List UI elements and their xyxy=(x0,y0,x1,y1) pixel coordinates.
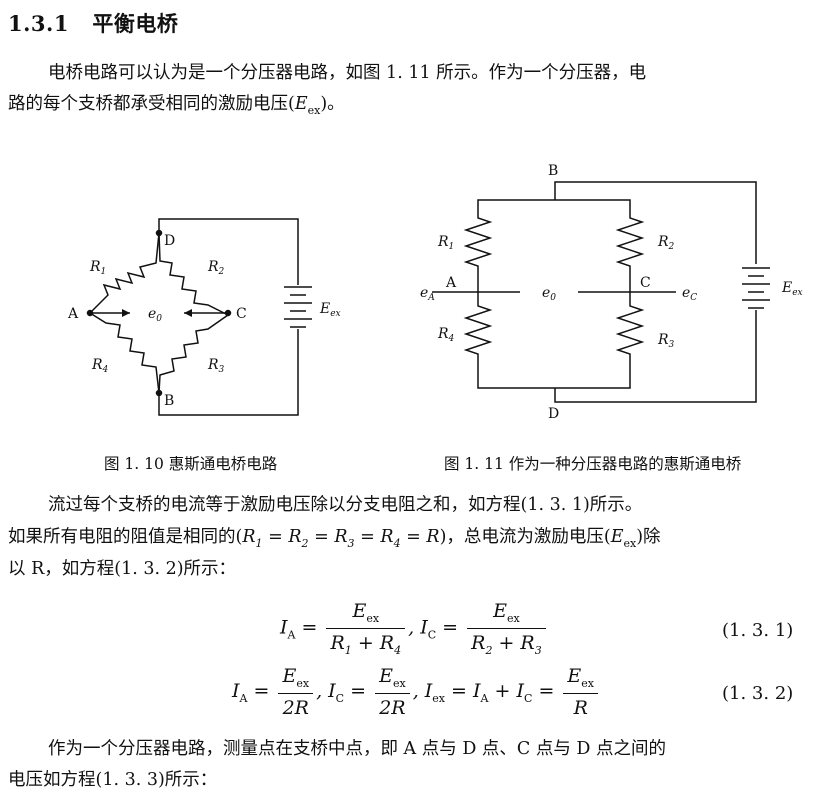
resistor-r4 xyxy=(89,312,160,394)
resistor-r3 xyxy=(158,314,229,394)
r1-label: R1 xyxy=(437,234,454,252)
r3-label: R3 xyxy=(657,332,675,350)
resistor-r2 xyxy=(158,232,229,316)
para2-line-1: 流过每个支桥的电流等于激励电压除以分支电阻之和，如方程(1. 3. 1)所示。 xyxy=(48,495,643,515)
section-heading: 1.3.1 平衡电桥 xyxy=(8,8,178,38)
intro-line-1: 电桥电路可以认为是一个分压器电路，如图 1. 11 所示。作为一个分压器，电 xyxy=(48,63,647,83)
ea-label: eA xyxy=(420,285,435,303)
para3-line-1: 作为一个分压器电路，测量点在支桥中点，即 A 点与 D 点、C 点与 D 点之间… xyxy=(48,739,667,759)
node-a-label: A xyxy=(445,275,457,291)
section-number: 1.3.1 xyxy=(8,11,69,36)
node-c-label: C xyxy=(236,306,247,322)
para2-line-2: 如果所有电阻的阻值是相同的(R1 = R2 = R3 = R4 = R)，总电流… xyxy=(8,527,661,550)
r3-label: R3 xyxy=(207,357,225,375)
battery-icon xyxy=(742,267,770,309)
ec-label: eC xyxy=(682,285,697,303)
section-title: 平衡电桥 xyxy=(92,11,179,36)
figure-1-10-wheatstone-bridge: D A C B e0 R1 R2 R3 R4 Eex xyxy=(67,218,341,416)
r2-label: R2 xyxy=(657,234,675,252)
symbol-E: E xyxy=(294,94,308,114)
node-d-label: D xyxy=(164,233,175,249)
eex-label: Eex xyxy=(781,280,803,298)
node-a-label: A xyxy=(67,306,79,322)
figure-1-11-caption: 图 1. 11 作为一种分压器电路的惠斯通电桥 xyxy=(444,455,742,473)
resistor-r1 xyxy=(463,208,493,292)
r1-label: R1 xyxy=(89,259,106,277)
node-d-label: D xyxy=(548,406,559,422)
para3-line-2: 电压如方程(1. 3. 3)所示： xyxy=(8,770,218,790)
node-b-label: B xyxy=(548,163,558,179)
resistor-r2 xyxy=(615,208,645,292)
equation-1-3-2-number: (1. 3. 2) xyxy=(722,683,794,704)
e0-label: e0 xyxy=(542,285,556,303)
eex-label: Eex xyxy=(319,301,341,319)
resistor-r3 xyxy=(615,292,645,380)
node-c-label: C xyxy=(640,275,651,291)
para2-line-3: 以 R，如方程(1. 3. 2)所示： xyxy=(8,559,237,579)
battery-icon xyxy=(284,286,312,328)
r4-label: R4 xyxy=(91,357,109,375)
e0-label: e0 xyxy=(148,306,162,324)
figure-1-10-caption: 图 1. 10 惠斯通电桥电路 xyxy=(104,455,278,473)
figure-1-11-voltage-divider-bridge: B D A C eA eC e0 R1 R2 R3 R4 Eex xyxy=(420,163,803,422)
node-b-label: B xyxy=(164,393,174,409)
equation-1-3-1-number: (1. 3. 1) xyxy=(722,620,794,641)
r4-label: R4 xyxy=(437,326,455,344)
resistor-r1 xyxy=(89,232,160,314)
resistor-r4 xyxy=(463,292,493,380)
intro-line-2: 路的每个支桥都承受相同的激励电压(Eex)。 xyxy=(8,94,345,117)
r2-label: R2 xyxy=(207,259,225,277)
